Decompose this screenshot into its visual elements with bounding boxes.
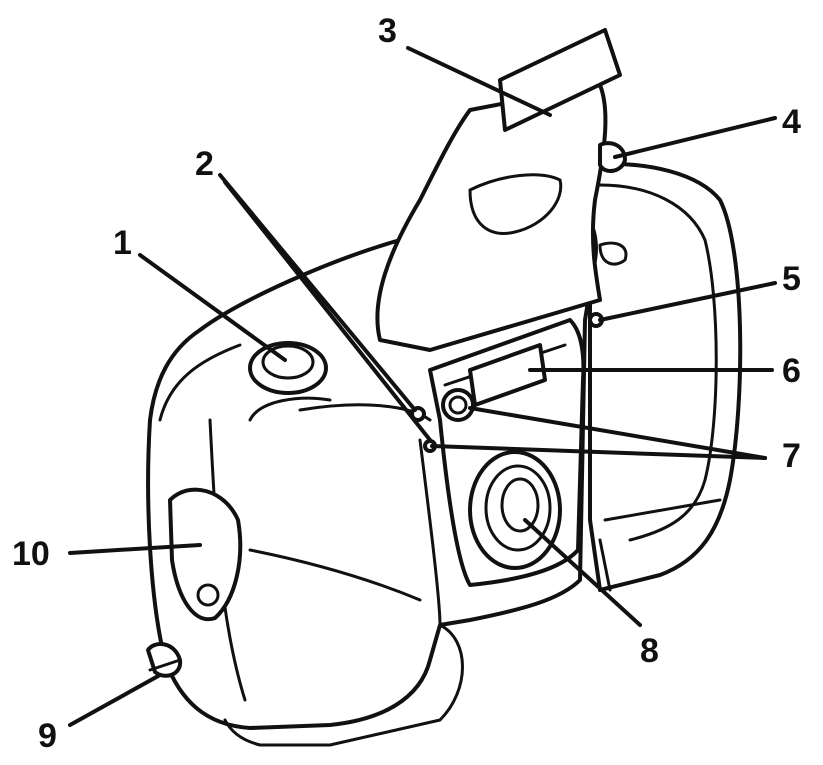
leader-1 — [138, 253, 287, 362]
camera-side-body — [588, 162, 743, 592]
callout-7: 7 — [782, 437, 801, 475]
viewfinder-window — [468, 343, 547, 407]
strap-eyelet — [146, 642, 183, 678]
sensor-window — [441, 388, 475, 422]
callout-8: 8 — [640, 632, 659, 670]
leader-4 — [613, 116, 777, 159]
callout-10: 10 — [12, 535, 50, 573]
camera-lens — [468, 450, 562, 570]
callout-6: 6 — [782, 352, 801, 390]
shutter-button — [248, 341, 328, 395]
leader-5 — [598, 281, 777, 322]
leader-10 — [68, 543, 202, 555]
callout-3: 3 — [378, 12, 397, 50]
leader-8 — [523, 518, 642, 627]
leader-9 — [68, 673, 162, 727]
callout-9: 9 — [38, 717, 57, 755]
leader-lines — [68, 46, 777, 727]
leader-7a — [468, 406, 767, 460]
side-window — [168, 487, 243, 622]
leader-7b — [430, 444, 767, 460]
callout-2: 2 — [195, 145, 214, 183]
flash-hinge — [598, 141, 627, 173]
callout-1: 1 — [113, 224, 132, 262]
leader-3 — [406, 46, 552, 117]
callout-4: 4 — [782, 103, 801, 141]
callout-5: 5 — [782, 260, 801, 298]
callout-labels: 1 2 3 4 5 6 7 8 9 10 — [12, 12, 801, 755]
leader-2b — [223, 180, 432, 442]
